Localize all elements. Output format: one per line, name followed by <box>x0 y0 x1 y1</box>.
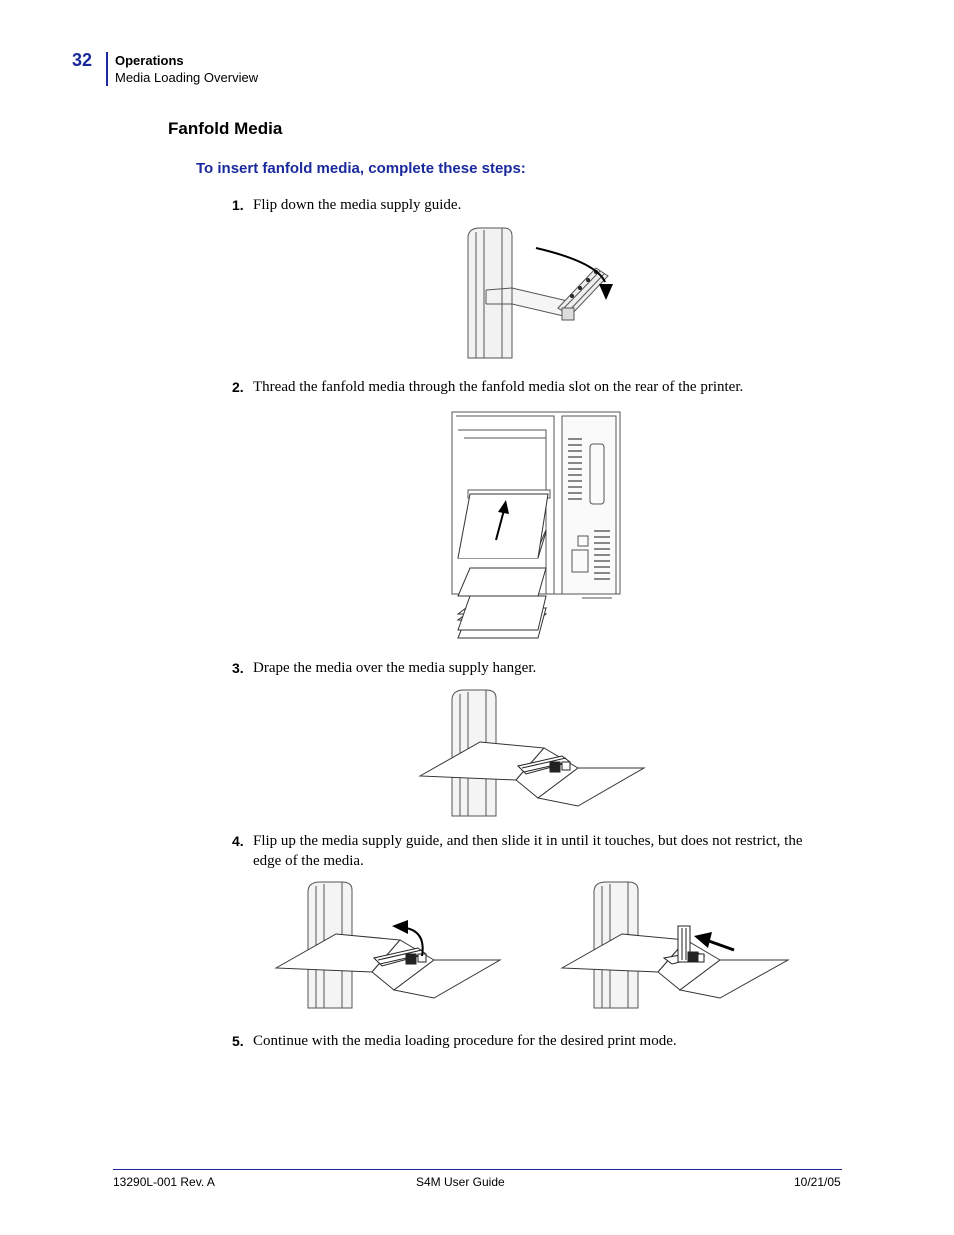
figure-fanfold-rear-slot <box>451 411 621 639</box>
step-2: 2. Thread the fanfold media through the … <box>232 377 832 397</box>
step-4: 4. Flip up the media supply guide, and t… <box>232 831 832 871</box>
footer-title: S4M User Guide <box>416 1175 505 1189</box>
step-number: 3. <box>232 660 244 676</box>
footer-date: 10/21/05 <box>794 1175 841 1189</box>
footer-divider <box>113 1169 842 1170</box>
step-5: 5. Continue with the media loading proce… <box>232 1031 832 1051</box>
step-text: Flip down the media supply guide. <box>253 197 462 213</box>
header-subsection: Media Loading Overview <box>115 70 259 85</box>
step-number: 2. <box>232 379 244 395</box>
figure-slide-guide-in <box>560 881 790 1009</box>
step-text: Flip up the media supply guide, and then… <box>253 833 803 869</box>
step-number: 4. <box>232 833 244 849</box>
section-title: Fanfold Media <box>168 119 283 138</box>
header-section: Operations <box>115 53 184 68</box>
step-text: Continue with the media loading procedur… <box>253 1033 677 1049</box>
page-number: 32 <box>72 50 93 70</box>
step-3: 3. Drape the media over the media supply… <box>232 658 832 678</box>
procedure-title: To insert fanfold media, complete these … <box>196 160 526 177</box>
step-number: 1. <box>232 197 244 213</box>
footer-doc-number: 13290L-001 Rev. A <box>113 1175 215 1189</box>
figure-flip-up-guide <box>274 881 502 1009</box>
step-1: 1. Flip down the media supply guide. <box>232 195 832 215</box>
header-divider <box>106 52 108 86</box>
figure-flip-down-guide <box>467 227 613 359</box>
figure-media-on-hanger <box>418 689 646 817</box>
step-text: Thread the fanfold media through the fan… <box>253 379 744 395</box>
step-number: 5. <box>232 1033 244 1049</box>
step-text: Drape the media over the media supply ha… <box>253 660 537 676</box>
